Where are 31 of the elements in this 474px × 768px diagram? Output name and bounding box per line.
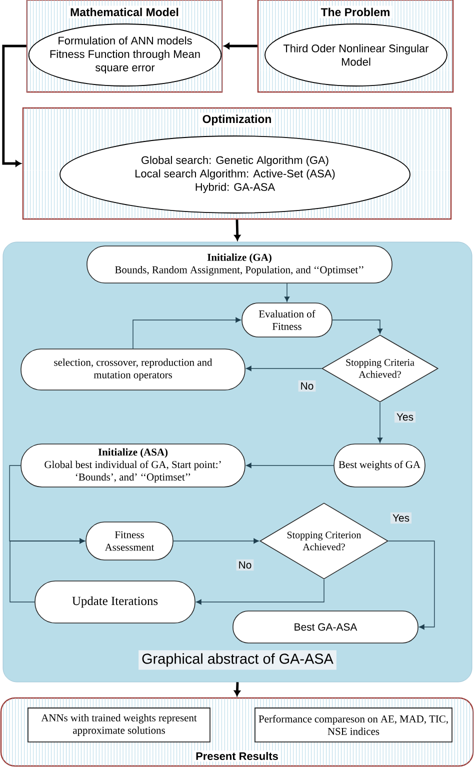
arrow bbox=[332, 320, 383, 334]
arrow bbox=[246, 462, 334, 468]
arrow bbox=[388, 540, 435, 630]
terminal-box: Update Iterations bbox=[34, 580, 196, 624]
process-box: Performance compareson on AE, MAD, TIC, NSE indices bbox=[254, 708, 452, 742]
process-box: ANNs with trained weights represent approximate solutions bbox=[28, 708, 210, 742]
arrow bbox=[234, 682, 240, 696]
hatched-box: The Problem bbox=[318, 6, 392, 18]
arrow bbox=[246, 366, 322, 372]
arrow bbox=[377, 402, 383, 443]
arrow bbox=[10, 538, 85, 602]
hatched-box: Mathematical Model bbox=[68, 6, 181, 18]
arrow bbox=[132, 317, 241, 349]
arrow bbox=[173, 538, 259, 544]
arrow bbox=[2, 44, 26, 167]
terminal-box: Best GA-ASA bbox=[232, 610, 418, 644]
ellipse-node: Global search: Genetic Algorithm (GA) Local search Algorithm: Active-Set (ASA) Hybrid: GA-ASA bbox=[60, 136, 410, 214]
terminal-box: Evaluation of Fitness bbox=[242, 302, 332, 338]
terminal-box: Initialize (ASA) Global best individual of GA, Start point:’ ‘Bounds’, and’ ‘‘Optimset’’ bbox=[20, 444, 246, 488]
arrow bbox=[224, 42, 258, 50]
terminal-box: Best weights of GA bbox=[334, 444, 426, 488]
arrow bbox=[284, 283, 290, 302]
arrow bbox=[234, 220, 240, 241]
ellipse-node: Formulation of ANN models Fitness Function through Mean square error bbox=[28, 24, 222, 86]
terminal-box: Initialize (GA) Bounds, Random Assignment, Population, and ‘‘Optimset’’ bbox=[86, 246, 392, 284]
arrow bbox=[196, 579, 324, 605]
hatched-box: Optimization bbox=[200, 112, 274, 128]
terminal-box: selection, crossover, reproduction and mutation operators bbox=[20, 348, 246, 390]
results-band: Present Results bbox=[194, 750, 280, 762]
ellipse-node: Third Oder Nonlinear Singular Model bbox=[264, 24, 448, 86]
terminal-box: Fitness Assessment bbox=[86, 522, 174, 560]
